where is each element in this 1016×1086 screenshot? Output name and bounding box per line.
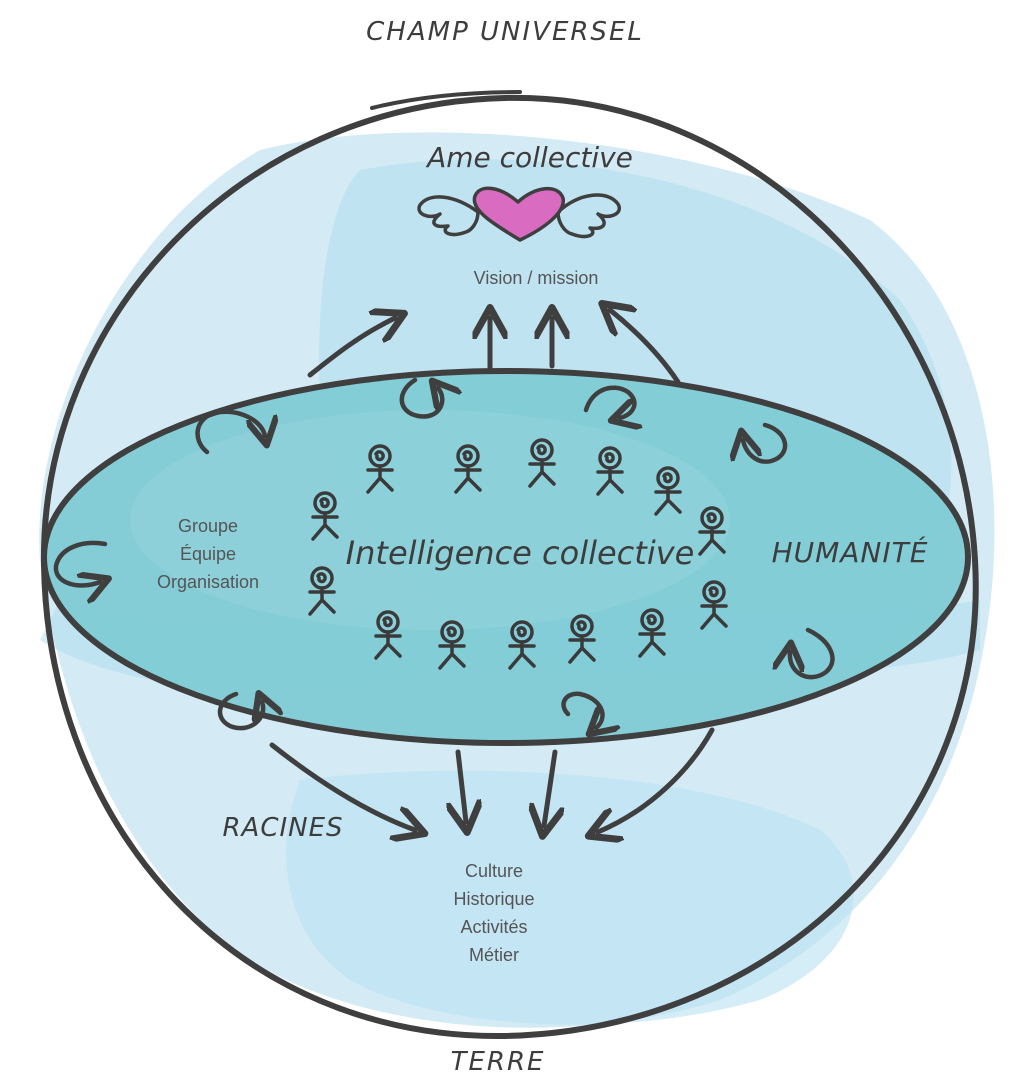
person-icon	[568, 614, 596, 664]
earth-label: TERRE	[451, 1047, 546, 1077]
person-icon	[654, 466, 682, 516]
roots-list: Culture Historique Activités Métier	[453, 861, 534, 965]
collective-intelligence-label: Intelligence collective	[346, 534, 695, 572]
arrow-icon	[610, 310, 681, 385]
group-labels: Groupe Équipe Organisation	[157, 516, 259, 592]
people-ring	[308, 438, 728, 670]
person-icon	[698, 506, 726, 556]
person-icon	[311, 491, 339, 541]
person-icon	[638, 608, 666, 658]
person-icon	[438, 620, 466, 670]
cycle-arrow-icon	[561, 691, 603, 728]
person-icon	[528, 438, 556, 488]
vision-mission-label: Vision / mission	[474, 268, 599, 288]
person-icon	[596, 446, 624, 496]
cycle-arrow-icon	[743, 422, 788, 464]
arrow-icon	[598, 727, 715, 832]
upward-arrows	[307, 310, 681, 385]
culture-line: Culture	[465, 861, 523, 881]
cycle-arrow-icon	[583, 385, 634, 418]
person-icon	[374, 610, 402, 660]
cycle-arrow-icon	[790, 627, 835, 680]
humanity-label: HUMANITÉ	[772, 535, 929, 569]
trade-line: Métier	[469, 945, 519, 965]
collective-soul-label: Ame collective	[425, 141, 633, 174]
history-line: Historique	[453, 889, 534, 909]
cycle-arrow-icon	[53, 540, 105, 585]
person-icon	[308, 566, 336, 616]
team-line: Équipe	[180, 544, 236, 564]
arrow-icon	[458, 749, 466, 822]
person-icon	[454, 444, 482, 494]
arrow-icon	[269, 742, 415, 830]
activities-line: Activités	[460, 917, 527, 937]
person-icon	[508, 620, 536, 670]
outer-sphere	[40, 94, 979, 1040]
disc-outline	[41, 368, 971, 746]
disc-highlight	[130, 410, 730, 630]
roots-label: RACINES	[222, 813, 343, 843]
person-icon	[366, 444, 394, 494]
person-icon	[700, 580, 728, 630]
universal-field-label: CHAMP UNIVERSEL	[366, 17, 644, 47]
cycle-arrow-icon	[195, 409, 265, 455]
cycle-arrow-icon	[399, 380, 442, 419]
arrow-icon	[544, 749, 555, 826]
organisation-line: Organisation	[157, 572, 259, 592]
cycle-arrow-icon	[217, 694, 263, 731]
heart-wings-icon	[417, 186, 622, 242]
group-line: Groupe	[178, 516, 238, 536]
arrow-icon	[307, 318, 395, 378]
downward-arrows	[269, 727, 715, 832]
cycle-arrows	[53, 380, 835, 731]
